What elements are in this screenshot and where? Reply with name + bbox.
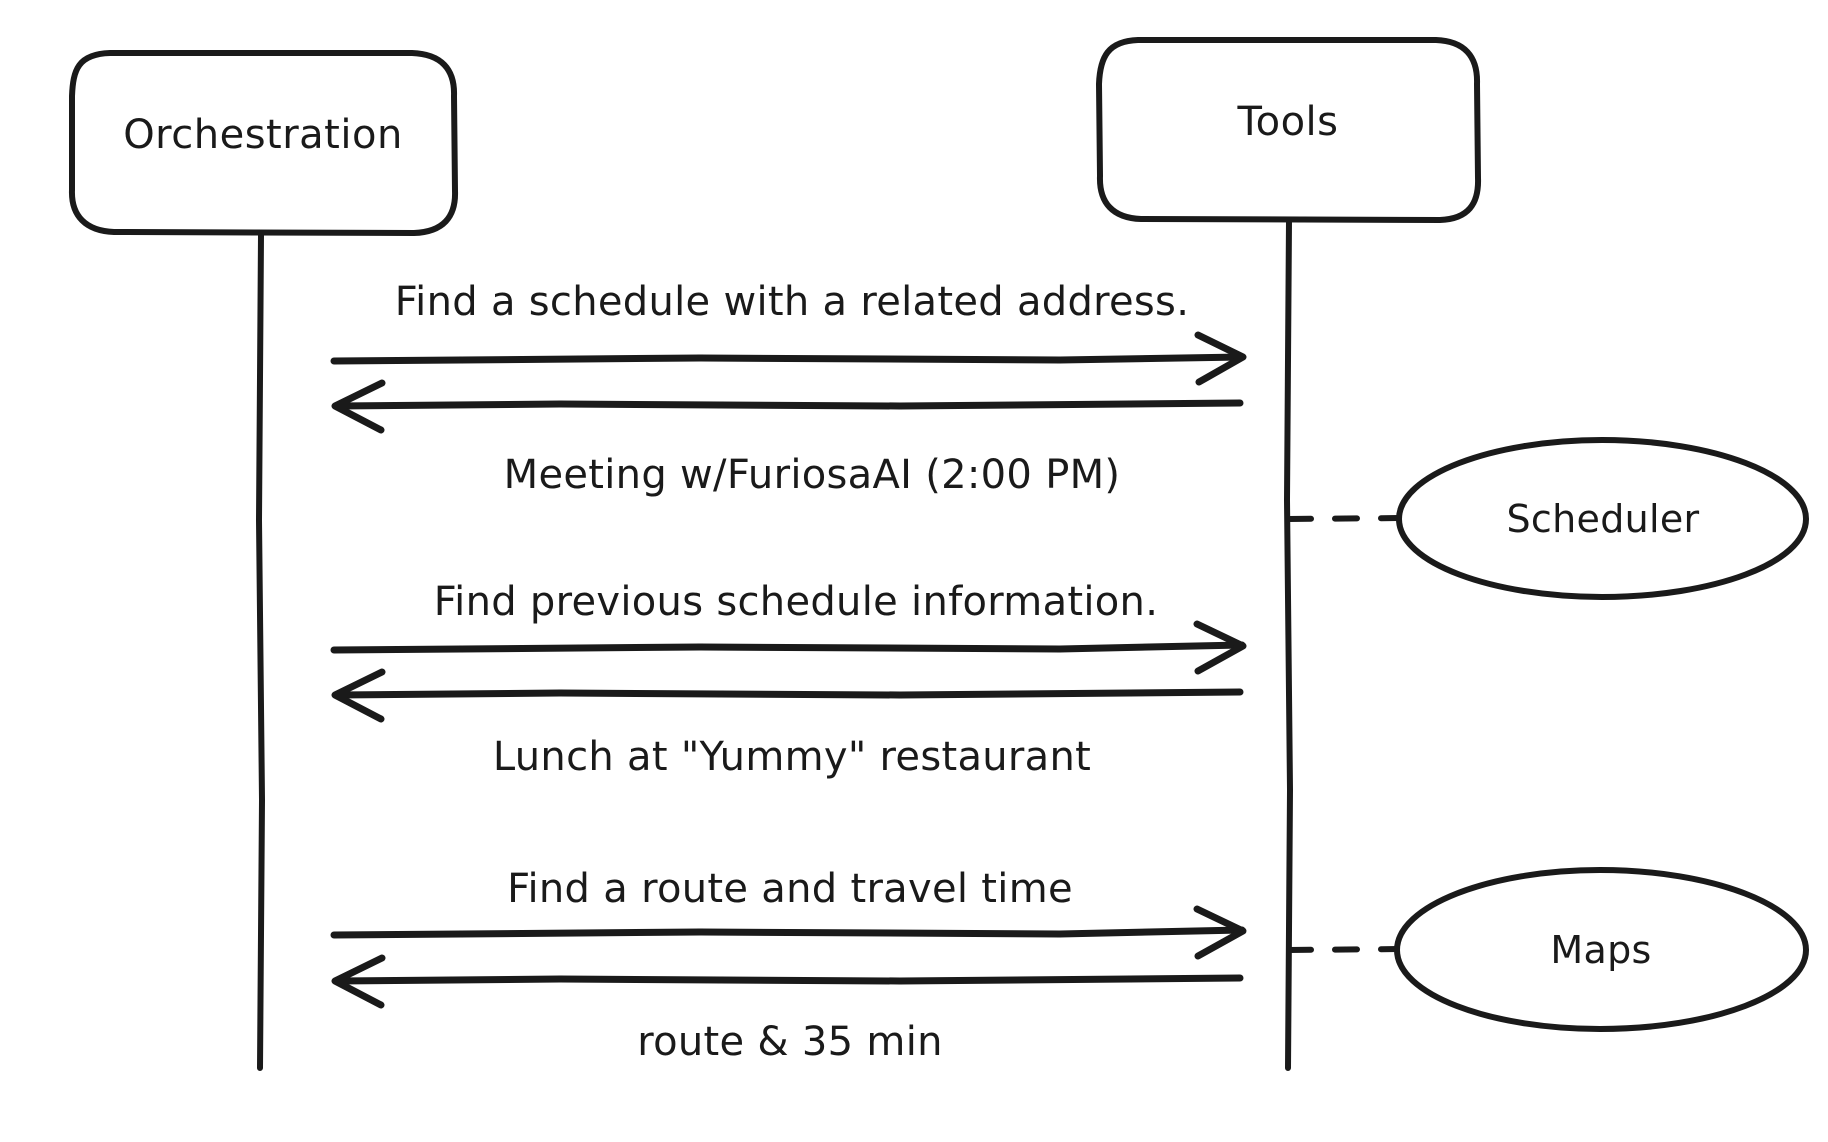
message-arrow-1-forward [330, 331, 1247, 386]
node-label-scheduler: Scheduler [1507, 497, 1700, 541]
node-ellipse-maps[interactable] [1394, 867, 1809, 1032]
participant-box-orchestration[interactable] [68, 50, 459, 236]
lifeline-tools [1283, 218, 1294, 1071]
message-arrow-6-return [331, 954, 1244, 1009]
connector-tools-maps [1286, 946, 1407, 953]
message-arrow-4-return [331, 668, 1244, 723]
message-arrow-2-return [331, 379, 1244, 434]
node-label-maps: Maps [1550, 928, 1651, 972]
message-label-1: Find a schedule with a related address. [395, 279, 1189, 325]
message-arrow-3-forward [330, 620, 1247, 675]
participant-box-tools[interactable] [1096, 37, 1482, 223]
lifeline-orchestration [255, 232, 266, 1071]
message-label-6: route & 35 min [637, 1019, 943, 1065]
message-label-5: Find a route and travel time [507, 866, 1073, 912]
connector-tools-scheduler [1286, 515, 1407, 522]
message-label-4: Lunch at "Yummy" restaurant [493, 734, 1091, 780]
node-ellipse-scheduler[interactable] [1396, 437, 1809, 600]
participant-label-tools: Tools [1236, 99, 1338, 145]
message-label-2: Meeting w/FuriosaAI (2:00 PM) [504, 452, 1121, 498]
message-label-3: Find previous schedule information. [434, 579, 1158, 625]
message-arrow-5-forward [330, 905, 1247, 960]
participant-label-orchestration: Orchestration [123, 112, 403, 158]
